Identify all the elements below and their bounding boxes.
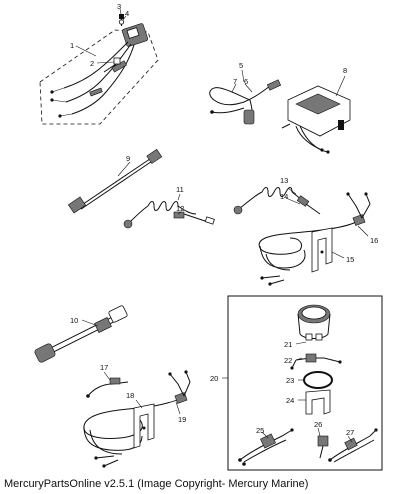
callout-23: 23 — [286, 376, 294, 385]
callout-1: 1 — [70, 41, 74, 50]
item-20-gauge-kit — [222, 295, 383, 471]
item-11-coil-cord — [123, 193, 215, 229]
item-8-module — [281, 75, 351, 154]
item-5-harness — [209, 69, 282, 125]
gauge-item-21 — [295, 304, 331, 345]
callout-13: 13 — [280, 176, 288, 185]
callout-18: 18 — [126, 391, 134, 400]
callout-16: 16 — [370, 236, 378, 245]
callout-labels: 1 2 3 4 5 6 7 8 9 10 11 12 13 14 15 16 1… — [70, 2, 378, 437]
item-18-bracket — [133, 399, 155, 449]
callout-22: 22 — [284, 356, 292, 365]
item-10-cable — [34, 305, 128, 363]
callout-9: 9 — [126, 154, 130, 163]
callout-4: 4 — [125, 9, 129, 18]
callout-12: 12 — [176, 204, 184, 213]
callout-8: 8 — [343, 66, 347, 75]
item-1-harness-group — [39, 8, 159, 125]
switch-block — [121, 23, 149, 47]
callout-14: 14 — [280, 192, 288, 201]
item-15-bracket — [311, 227, 345, 273]
callout-26: 26 — [314, 420, 322, 429]
callout-20: 20 — [210, 374, 218, 383]
callout-21: 21 — [284, 340, 292, 349]
item-9-cable — [67, 148, 163, 214]
callout-6: 6 — [244, 77, 248, 86]
harness-item-25 — [238, 428, 294, 466]
copyright-caption: MercuryPartsOnline v2.5.1 (Image Copyrig… — [4, 478, 309, 490]
bracket-item-24 — [298, 389, 331, 415]
callout-3: 3 — [117, 2, 121, 11]
item-16-harness — [258, 192, 371, 286]
callout-17: 17 — [100, 363, 108, 372]
harness-item-22 — [290, 353, 342, 370]
nut-item-4 — [118, 19, 125, 25]
callout-5: 5 — [239, 61, 243, 70]
item-13-coil-cord — [233, 187, 321, 215]
harness-item-27 — [328, 428, 378, 463]
plug-item-26 — [317, 427, 329, 459]
callout-2: 2 — [90, 59, 94, 68]
callout-24: 24 — [286, 396, 294, 405]
callout-15: 15 — [346, 255, 354, 264]
callout-25: 25 — [256, 426, 264, 435]
item-17-18-19-harness — [83, 370, 191, 468]
callout-11: 11 — [176, 185, 184, 194]
callout-7: 7 — [233, 77, 237, 86]
callout-10: 10 — [70, 316, 78, 325]
ring-item-23 — [298, 371, 333, 389]
callout-27: 27 — [346, 428, 354, 437]
callout-19: 19 — [178, 415, 186, 424]
